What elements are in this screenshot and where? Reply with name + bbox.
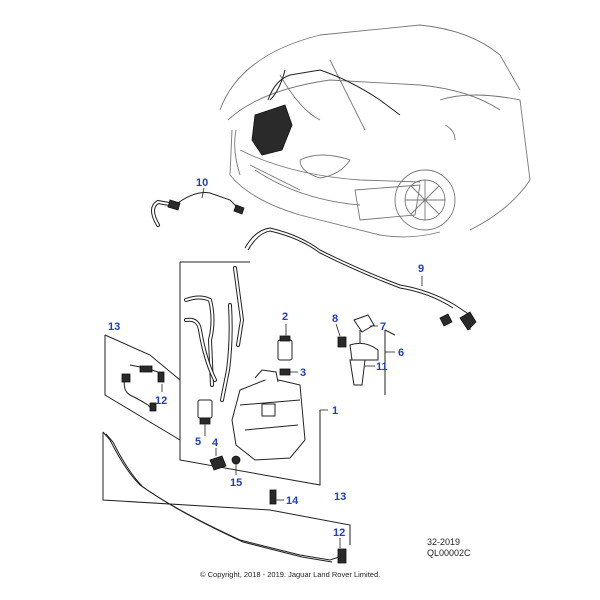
callout-1: 1	[332, 405, 338, 417]
callout-2: 2	[282, 311, 288, 323]
callout-8: 8	[332, 313, 338, 325]
callout-7: 7	[380, 321, 386, 333]
bolt-14	[269, 489, 284, 505]
callout-6: 6	[398, 347, 404, 359]
washer-reservoir	[231, 369, 306, 461]
callout-14: 14	[286, 495, 299, 507]
callout-12-upper: 12	[155, 395, 167, 407]
callout-11: 11	[376, 361, 388, 373]
callout-4: 4	[212, 437, 219, 449]
callout-13-lower: 13	[334, 491, 346, 503]
vehicle-illustration	[219, 24, 531, 238]
washer-pump-5	[197, 399, 213, 436]
callout-5: 5	[195, 436, 201, 448]
callout-10: 10	[196, 177, 208, 189]
diagram-reference-year: 32-2019	[427, 537, 461, 547]
callout-15: 15	[230, 477, 242, 489]
callout-3: 3	[300, 367, 306, 379]
fastener-15	[231, 455, 241, 475]
harness-13-lower	[102, 431, 347, 564]
level-sensor-4	[209, 448, 227, 471]
grommet-3	[279, 368, 298, 376]
harness-13-upper	[121, 364, 165, 412]
copyright-notice: © Copyright, 2018 - 2019. Jaguar Land Ro…	[200, 570, 381, 579]
hose-assembly-9	[244, 227, 477, 331]
callout-13-upper: 13	[108, 321, 120, 333]
callout-12-lower: 12	[333, 527, 345, 539]
callout-9: 9	[418, 263, 424, 275]
washer-pump-2	[277, 324, 293, 361]
washer-jet-6	[335, 314, 379, 386]
hose-assembly-10	[151, 187, 245, 227]
diagram-reference-code: QL00002C	[427, 548, 471, 558]
reservoir-hoses	[184, 266, 245, 402]
